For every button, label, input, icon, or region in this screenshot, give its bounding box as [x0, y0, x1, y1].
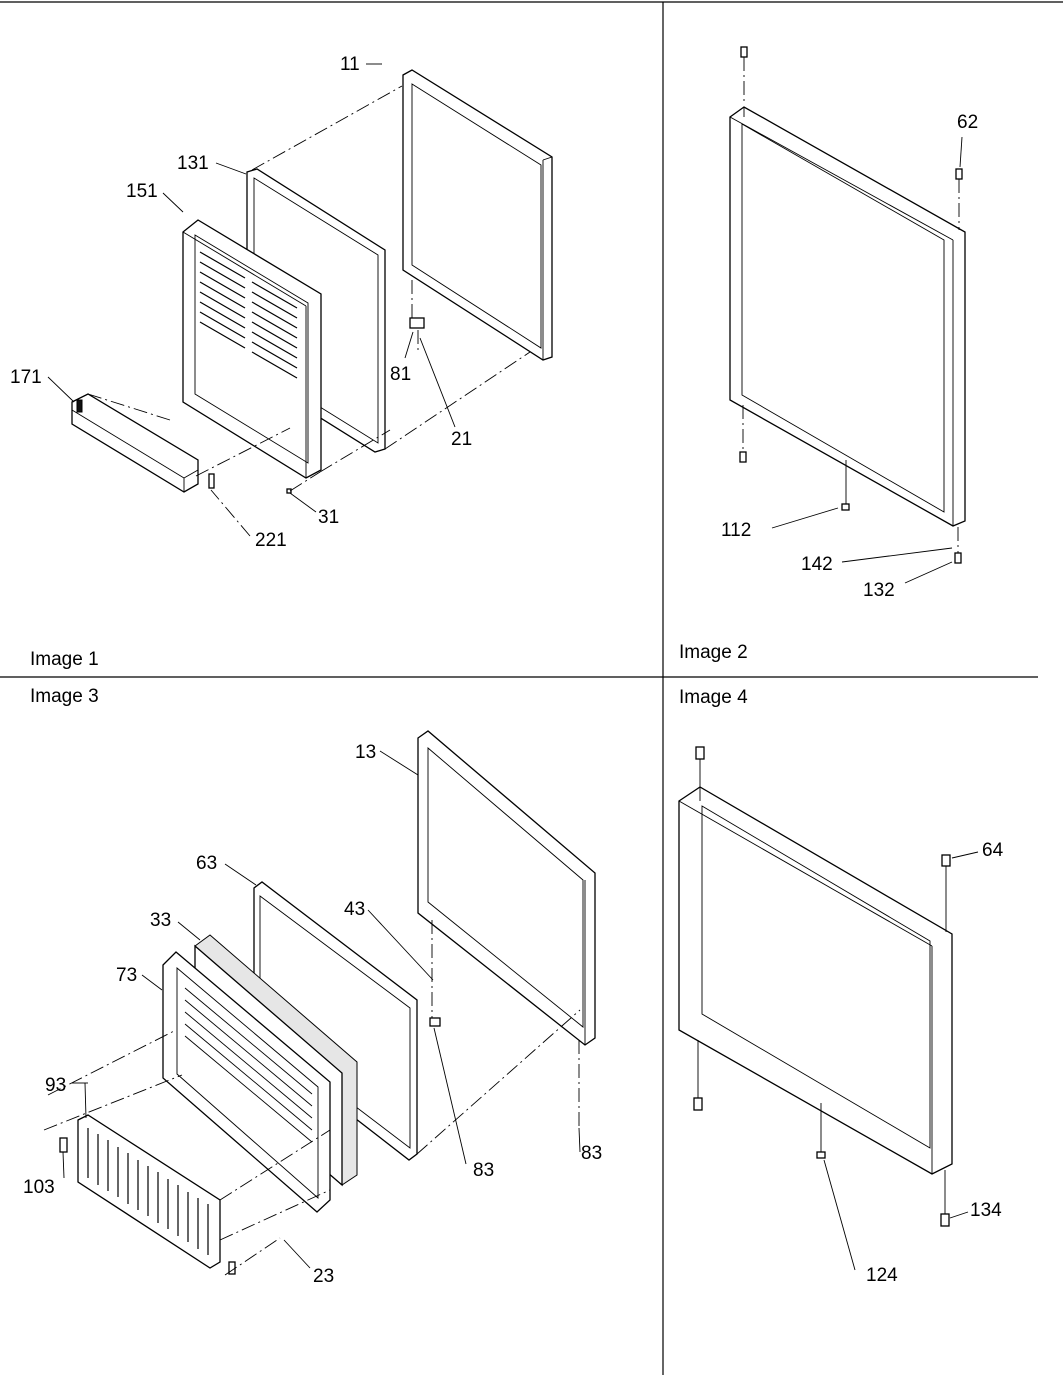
hinge-pin-bracket: [409, 317, 425, 329]
callout-label: 64: [982, 840, 1004, 861]
callout-label: 73: [116, 965, 137, 986]
callout-label: 132: [863, 580, 895, 601]
callout-label: 103: [23, 1177, 55, 1198]
screw-part: [740, 46, 748, 58]
callout-label: 81: [390, 364, 411, 385]
panel-3-callouts: Image 3 13 63 33 43 73 93 103 83 83 23: [23, 686, 602, 1287]
panel-4-drawing: [678, 746, 979, 1271]
liner-ribs: [199, 251, 298, 379]
screw-part: [695, 746, 705, 760]
callout-label: 33: [150, 910, 171, 931]
callout-label: 63: [196, 853, 217, 874]
callout-label: 151: [126, 181, 158, 202]
shelf-retainer-clip: [208, 473, 215, 489]
callout-label: 43: [344, 899, 365, 920]
callout-label: 134: [970, 1200, 1002, 1221]
callout-label: 23: [313, 1266, 334, 1287]
callout-label: 131: [177, 153, 209, 174]
callout-label: 83: [581, 1143, 602, 1164]
panel-caption: Image 2: [679, 642, 748, 663]
callout-label: 124: [866, 1265, 898, 1286]
washer-part: [841, 503, 850, 511]
panel-caption: Image 4: [679, 687, 748, 708]
screw-part: [941, 854, 951, 867]
panel-3-drawing: [43, 730, 596, 1276]
callout-label: 31: [318, 507, 339, 528]
panel-1-callouts: 11 131 151 171 81 21 31 221 Image 1: [10, 54, 472, 670]
panel-2-drawing: [729, 46, 966, 584]
screw-part: [940, 1213, 950, 1227]
screw-part: [286, 488, 292, 494]
screw-part: [955, 168, 963, 180]
washer-part: [816, 1151, 826, 1159]
callout-label: 83: [473, 1160, 494, 1181]
panel-caption: Image 3: [30, 686, 99, 707]
callout-label: 171: [10, 367, 42, 388]
callout-label: 142: [801, 554, 833, 575]
screw-part: [739, 451, 747, 463]
callout-label: 221: [255, 530, 287, 551]
screw-part: [693, 1097, 703, 1111]
liner-ribs: [184, 987, 313, 1143]
panel-2-callouts: 62 112 142 132 Image 2: [679, 112, 978, 663]
callout-label: 13: [355, 742, 376, 763]
screw-part: [954, 552, 962, 564]
callout-label: 112: [721, 520, 751, 541]
panel-1-drawing: [47, 63, 553, 537]
grille-slats: [87, 1128, 209, 1255]
callout-label: 11: [340, 54, 360, 75]
panel-caption: Image 1: [30, 649, 99, 670]
callout-label: 62: [957, 112, 978, 133]
grille-clip: [59, 1137, 68, 1153]
callout-label: 93: [45, 1075, 66, 1096]
hinge-bracket: [429, 1017, 441, 1027]
callout-label: 21: [451, 429, 472, 450]
panel-4-callouts: Image 4 64 134 124: [679, 687, 1004, 1286]
